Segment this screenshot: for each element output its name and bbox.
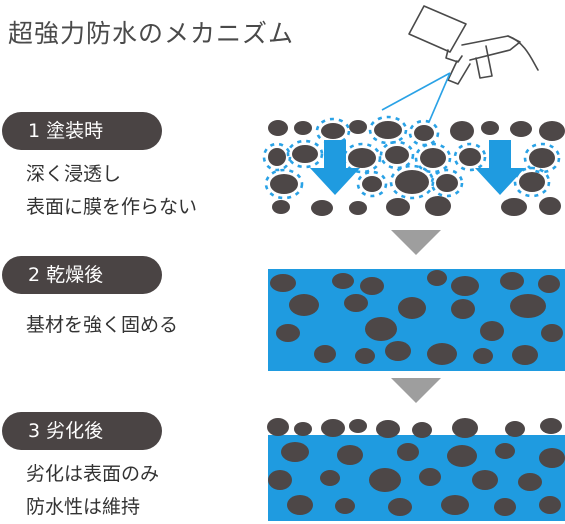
step-2-description: 基材を強く固める xyxy=(26,309,178,342)
page-title: 超強力防水のメカニズム xyxy=(8,19,295,48)
panel-2-stones xyxy=(270,270,563,365)
step-2-label: 2 乾燥後 xyxy=(2,256,162,294)
panel-2-dried xyxy=(268,269,565,371)
spray-gun-icon xyxy=(408,5,539,85)
panel-1-stones xyxy=(268,120,565,216)
step-1-line-2: 表面に膜を作らない xyxy=(26,196,198,218)
step-3-label: 3 劣化後 xyxy=(2,412,162,450)
panel-3-deteriorated xyxy=(267,418,565,521)
down-arrow-icon xyxy=(475,140,525,195)
step-1-label: 1 塗装時 xyxy=(2,112,162,150)
step-1-description: 深く浸透し 表面に膜を作らない xyxy=(26,158,197,224)
step-1-line-1: 深く浸透し xyxy=(26,163,122,185)
step-2-line-1: 基材を強く固める xyxy=(26,314,179,336)
triangle-down-icon xyxy=(391,378,441,403)
down-arrow-icon xyxy=(310,140,360,195)
spray-lines xyxy=(381,72,451,123)
step-3-line-2: 防水性は維持 xyxy=(26,496,141,518)
panel-1-coating xyxy=(262,115,565,216)
triangle-down-icon xyxy=(391,230,441,255)
panel-3-stones xyxy=(267,418,565,516)
step-3-description: 劣化は表面のみ 防水性は維持 xyxy=(26,458,159,524)
step-3-line-1: 劣化は表面のみ xyxy=(26,463,160,485)
